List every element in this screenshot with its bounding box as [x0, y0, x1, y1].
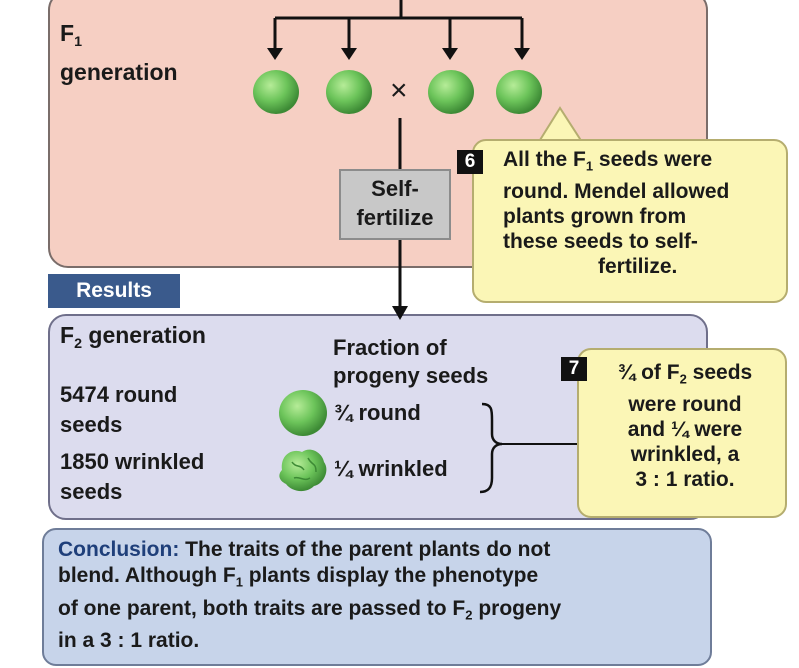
conclusion-text: Conclusion: The traits of the parent pla…: [58, 538, 562, 653]
fraction-brace: [479, 402, 503, 494]
round-seed-count: 5474 round seeds: [60, 382, 178, 437]
callout6-line-1: All the F1 seeds were: [503, 148, 713, 174]
f1-pea-1: [253, 70, 299, 114]
arrowhead-3: [442, 48, 458, 60]
self-fertilize-line-1: Self-: [371, 176, 419, 201]
f2-generation-title: F2 generation: [60, 322, 206, 352]
f1-generation-label: F1 generation: [60, 20, 178, 85]
wrinkled-fraction-label: ¼ wrinkled: [334, 456, 448, 481]
arrowhead-1: [267, 48, 283, 60]
step-6-badge: 6: [457, 150, 483, 174]
branch-arrows: [273, 0, 524, 52]
callout-7-text: ¾ of F2 seeds were round and ¼ were wrin…: [617, 361, 753, 491]
f2-round-pea: [279, 390, 327, 436]
arrowhead-4: [514, 48, 530, 60]
f1-pea-3: [428, 70, 474, 114]
callout6-line-2: round. Mendel allowed: [503, 179, 730, 203]
f1-peas: [253, 70, 542, 114]
self-fertilize-arrowhead: [392, 306, 408, 320]
self-fertilize-line-2: fertilize: [356, 205, 434, 230]
callout6-line-3: plants grown from: [503, 204, 687, 228]
results-tab: Results: [48, 274, 180, 308]
step-7-badge: 7: [561, 357, 587, 381]
f2-wrinkled-pea: [279, 449, 327, 492]
f1-pea-4: [496, 70, 542, 114]
self-fertilize-box: Self- fertilize: [339, 169, 451, 240]
f1-pea-2: [326, 70, 372, 114]
callout6-tail: [539, 106, 583, 143]
conclusion-panel: [42, 528, 712, 666]
fraction-header: Fraction of progeny seeds: [333, 335, 489, 388]
cross-symbol: ×: [390, 74, 408, 107]
callout-6-text: All the F1 seeds were round. Mendel allo…: [503, 147, 788, 279]
callout6-line-4: these seeds to self-: [503, 229, 698, 253]
branch-arrowheads: [267, 48, 530, 60]
wrinkle-lines: [291, 457, 317, 481]
round-fraction-label: ¾ round: [334, 400, 421, 425]
conclusion-heading: Conclusion:: [58, 538, 180, 561]
callout6-line-5: fertilize.: [598, 254, 678, 278]
wrinkled-seed-count: 1850 wrinkled seeds: [60, 449, 205, 504]
callout-6: [472, 139, 788, 303]
callout-7: [577, 348, 787, 518]
arrowhead-2: [341, 48, 357, 60]
